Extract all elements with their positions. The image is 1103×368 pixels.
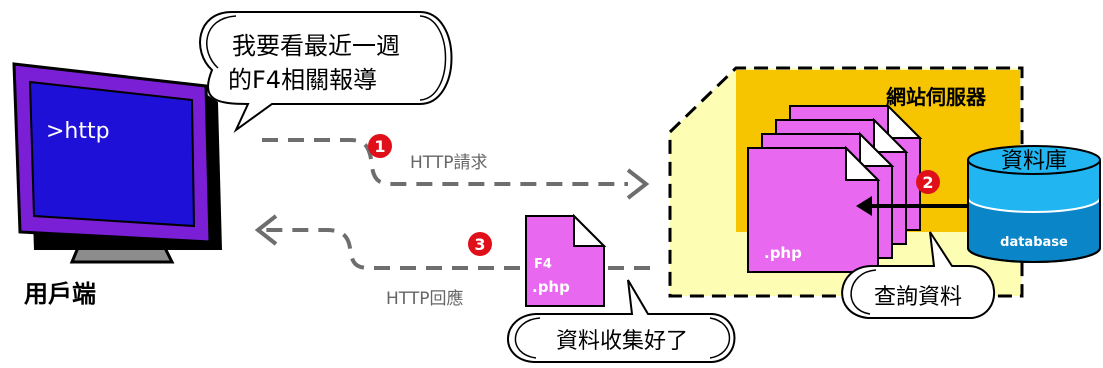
response-arrow (254, 214, 650, 270)
monitor-screen (28, 80, 196, 228)
request-label: HTTP請求 (410, 153, 488, 173)
query-bubble-text: 查詢資料 (874, 285, 962, 310)
speech-line-2: 的F4相關報導 (228, 66, 377, 94)
response-label: HTTP回應 (386, 288, 464, 309)
step-3-number: 3 (474, 235, 485, 254)
client-speech-bubble: 我要看最近一週 的F4相關報導 (199, 11, 453, 134)
php-document-stack: .php (747, 103, 923, 273)
query-bubble: 查詢資料 (841, 231, 996, 319)
response-file-line-1: F4 (534, 257, 552, 272)
database-cylinder: 資料庫 database (967, 145, 1101, 263)
database-sublabel: database (1000, 235, 1068, 250)
database-top (967, 145, 1101, 175)
server-label: 網站伺服器 (886, 85, 987, 109)
step-2-number: 2 (922, 173, 933, 192)
php-doc-label: .php (764, 244, 802, 262)
screen-text: >http (46, 119, 110, 144)
step-1-number: 1 (374, 137, 385, 156)
speech-line-1: 我要看最近一週 (232, 32, 400, 60)
response-php-file: F4 .php (525, 213, 607, 307)
request-arrow (262, 138, 650, 200)
database-label: 資料庫 (1001, 149, 1067, 174)
step-1-badge: 1 (368, 134, 392, 158)
response-file-line-2: .php (532, 278, 570, 296)
step-2-badge: 2 (916, 170, 940, 194)
response-bubble-text: 資料收集好了 (556, 329, 688, 354)
step-3-badge: 3 (468, 232, 492, 256)
client-monitor: >http (12, 62, 222, 264)
client-label: 用戶端 (24, 280, 96, 308)
response-bubble: 資料收集好了 (507, 279, 736, 363)
